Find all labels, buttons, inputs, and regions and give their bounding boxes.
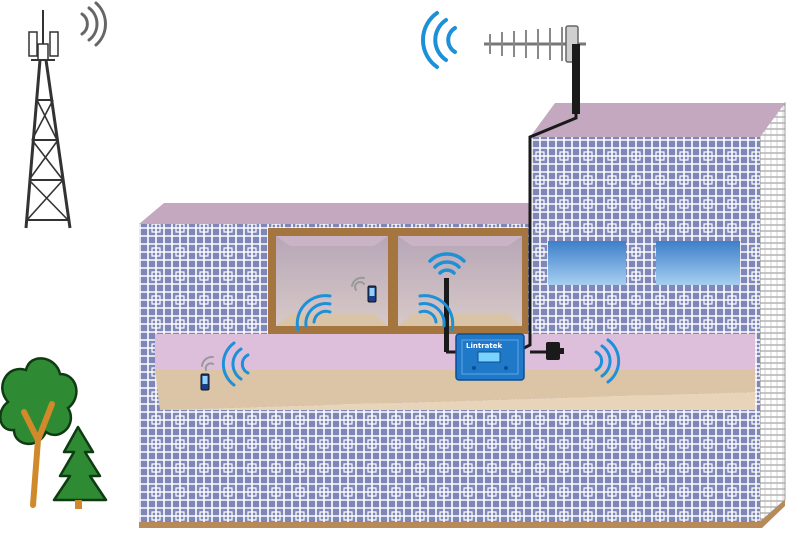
power-adapter-icon <box>546 342 564 360</box>
tree-icon <box>0 357 78 508</box>
upper-rooms <box>268 228 528 334</box>
mobile-phone-icon <box>200 373 210 391</box>
cell-tower-icon <box>24 10 72 229</box>
repeater-display <box>477 351 501 363</box>
mobile-phone-icon <box>367 285 377 303</box>
signal-wave-icon <box>80 1 107 47</box>
coaxial-cable <box>519 114 578 354</box>
yagi-antenna-icon <box>484 25 586 114</box>
signal-repeater-icon: Lintratek <box>455 333 525 381</box>
roof <box>530 103 785 137</box>
signal-wave-icon <box>420 11 457 69</box>
ground-floor-cutaway <box>155 334 755 410</box>
signal-wave-icon <box>351 276 365 291</box>
roof <box>139 203 530 224</box>
signal-wave-icon <box>428 252 466 275</box>
window <box>548 241 626 285</box>
signal-wave-icon <box>295 294 332 332</box>
signal-wave-icon <box>201 355 214 371</box>
signal-wave-icon <box>594 338 621 384</box>
building <box>139 101 786 528</box>
foundation <box>139 500 785 528</box>
tree-icon <box>52 425 108 509</box>
signal-wave-icon <box>418 294 455 332</box>
window <box>656 241 740 285</box>
signal-wave-icon <box>221 341 250 387</box>
repeater-brand-label: Lintratek <box>466 342 502 350</box>
